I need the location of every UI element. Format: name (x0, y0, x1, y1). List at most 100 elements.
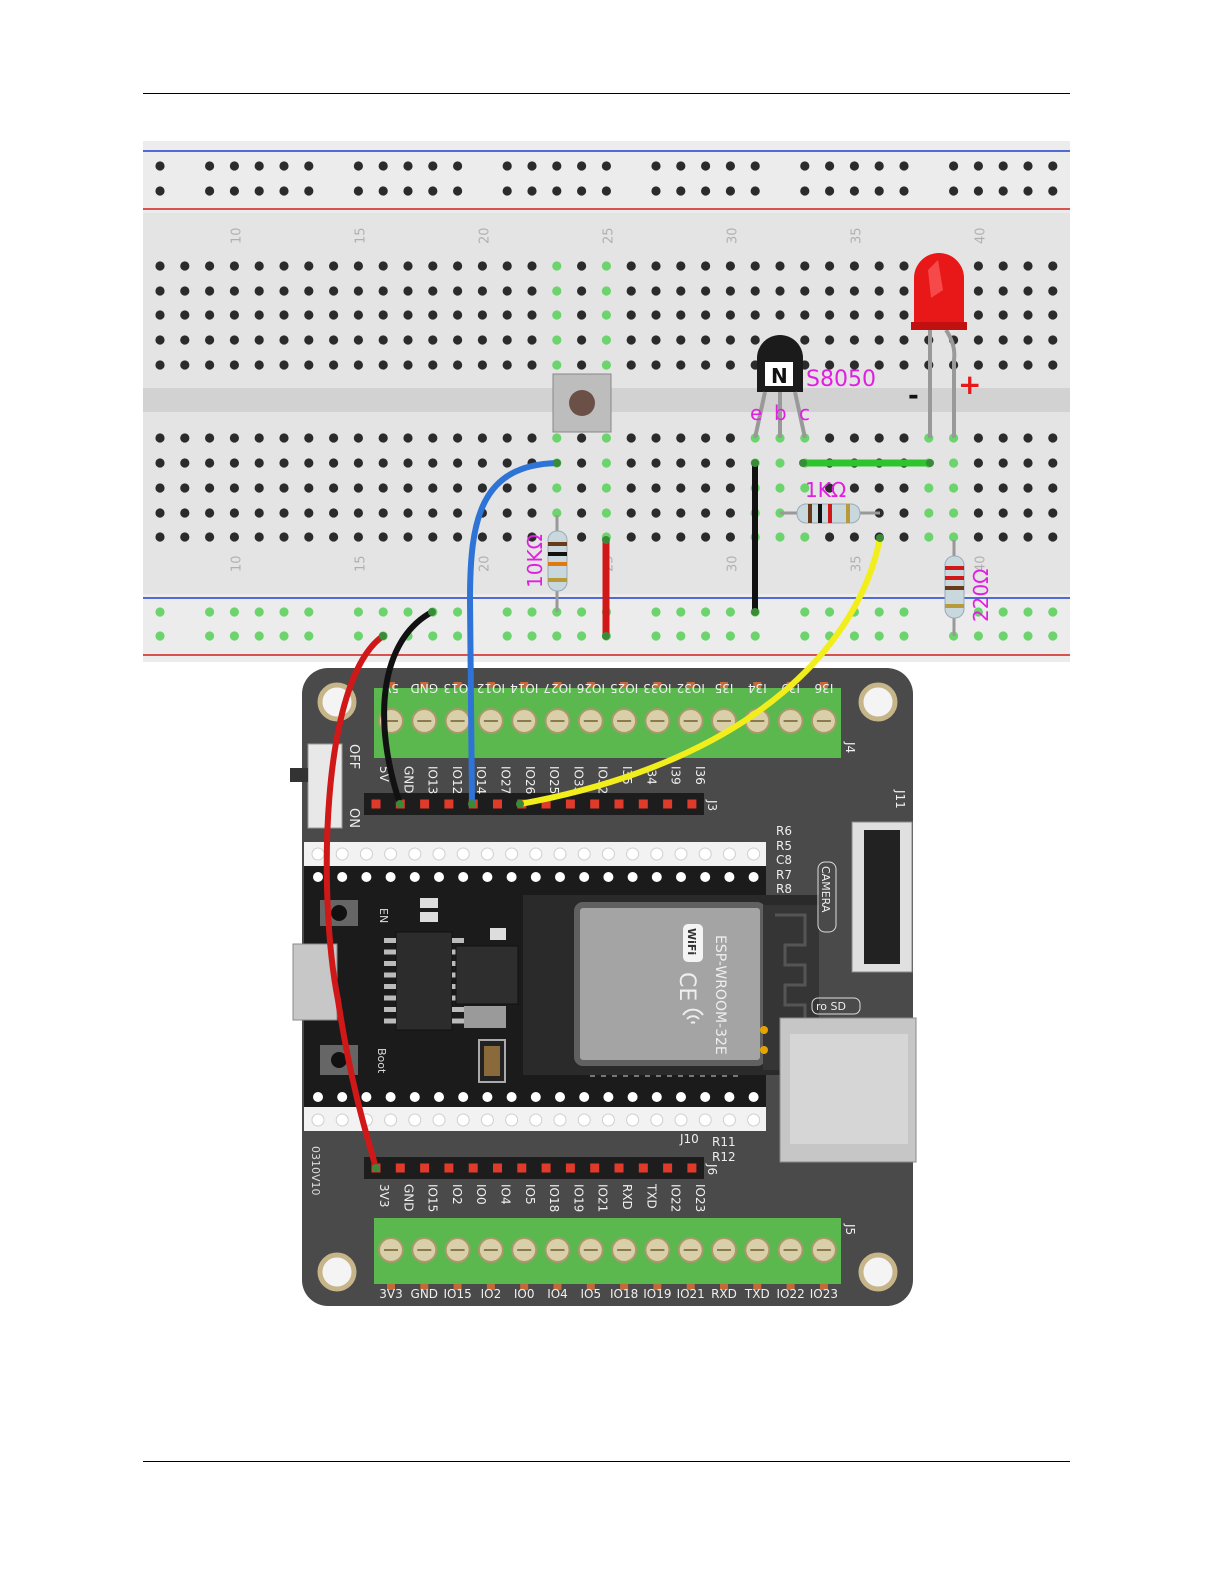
mount-hole-tr (858, 682, 898, 722)
module-name: ESP-WROOM-32E (712, 935, 728, 1055)
rail-hole (304, 631, 314, 641)
devkit-pin (700, 872, 711, 882)
breadboard-hole (1023, 261, 1033, 271)
rail-hole (378, 607, 388, 617)
ce-mark: CE (674, 972, 699, 1001)
camera-label-box (817, 861, 837, 933)
chip-pin (384, 949, 396, 955)
breadboard-hole (626, 261, 636, 271)
breadboard-hole (626, 433, 636, 443)
breadboard-hole (899, 508, 909, 518)
voltage-regulator (455, 945, 519, 1005)
rail-hole (651, 161, 661, 171)
breadboard-hole (849, 360, 860, 370)
rail-hole (527, 186, 537, 196)
pin-label-top-outer: I36 (814, 681, 833, 695)
breadboard-hole (329, 335, 339, 345)
power-switch-lever[interactable] (290, 768, 308, 782)
breadboard-holes (155, 161, 1058, 641)
pin-label-top-outer: GND (411, 681, 439, 695)
devkit-pin (434, 1092, 444, 1102)
terminal-pin (620, 1284, 629, 1290)
breadboard-hole (1023, 335, 1033, 345)
resistor-10k-label: 10KΩ (523, 534, 547, 588)
led-rim (911, 322, 967, 330)
pin-label-top-outer: IO26 (577, 681, 605, 695)
breadboard-hole (254, 286, 264, 296)
breadboard-hole (800, 310, 810, 320)
push-button[interactable] (552, 373, 612, 433)
rail-hole (701, 186, 711, 196)
breadboard-hole (651, 483, 661, 493)
j3-label: J3 (705, 799, 719, 811)
rail-hole (378, 186, 388, 196)
breadboard-hole (155, 360, 165, 370)
rail-hole (304, 161, 314, 171)
rail-hole (874, 186, 884, 196)
breadboard-hole (626, 360, 636, 370)
breadboard-hole (577, 508, 587, 518)
resistor-10k-band (548, 578, 567, 582)
chip-pin (384, 972, 396, 978)
boot-button-cap (331, 1052, 347, 1068)
rail-hole (254, 161, 264, 171)
breadboard-hole (725, 433, 736, 443)
wire-endpoint (602, 536, 610, 544)
breadboard-hole (329, 483, 339, 493)
breadboard-hole (304, 286, 314, 296)
breadboard-hole (403, 261, 413, 271)
r6-label: R6 (776, 824, 792, 838)
sd-label-box (811, 997, 861, 1015)
resistor-220-band (945, 604, 964, 608)
c8-label: C8 (776, 853, 792, 867)
breadboard-hole (676, 261, 686, 271)
breadboard-hole (899, 433, 909, 443)
header-pin (395, 1163, 405, 1173)
breadboard-hole (329, 360, 339, 370)
rail-hole (403, 186, 413, 196)
breadboard-hole (428, 261, 438, 271)
breadboard-hole (899, 335, 909, 345)
breadboard-hole (676, 458, 686, 468)
resistor-220-band (945, 576, 964, 580)
terminal-pin (553, 682, 562, 688)
header-pin (420, 1163, 430, 1173)
r8-label: R8 (776, 882, 792, 896)
breadboard-hole (651, 532, 661, 542)
terminal-block-j5 (374, 1218, 841, 1284)
breadboard-hole (1023, 508, 1033, 518)
rail-hole (899, 607, 909, 617)
breadboard-hole (304, 335, 314, 345)
header-pin (590, 1163, 600, 1173)
breadboard-hole (205, 483, 215, 493)
breadboard-hole (825, 261, 835, 271)
rail-hole (229, 607, 239, 617)
terminal-pin (819, 1284, 828, 1290)
pin-label-top-inner: IO12 (450, 766, 464, 794)
rail-hole (998, 631, 1008, 641)
breadboard-hole (180, 483, 190, 493)
j4-label: J4 (843, 741, 857, 753)
power-switch[interactable] (307, 743, 343, 829)
breadboard-hole (1023, 458, 1033, 468)
breadboard-hole (725, 458, 736, 468)
terminal-pin (653, 682, 662, 688)
rail-hole (453, 607, 463, 617)
rail-hole (254, 631, 264, 641)
push-button-cap[interactable] (569, 390, 595, 416)
rail-hole (279, 186, 289, 196)
rail-hole (949, 186, 959, 196)
wire-endpoint (926, 459, 934, 467)
breadboard-hole (849, 532, 860, 542)
breadboard-hole (180, 360, 190, 370)
devkit-pin (458, 1092, 469, 1102)
rail-hole (676, 161, 686, 171)
breadboard-hole (527, 335, 537, 345)
breadboard-hole (1048, 335, 1058, 345)
header-pin (663, 1163, 673, 1173)
breadboard-hole (676, 310, 686, 320)
terminal-pin (819, 682, 828, 688)
breadboard-hole (725, 360, 736, 370)
breadboard-hole (453, 508, 463, 518)
breadboard-hole (577, 261, 587, 271)
